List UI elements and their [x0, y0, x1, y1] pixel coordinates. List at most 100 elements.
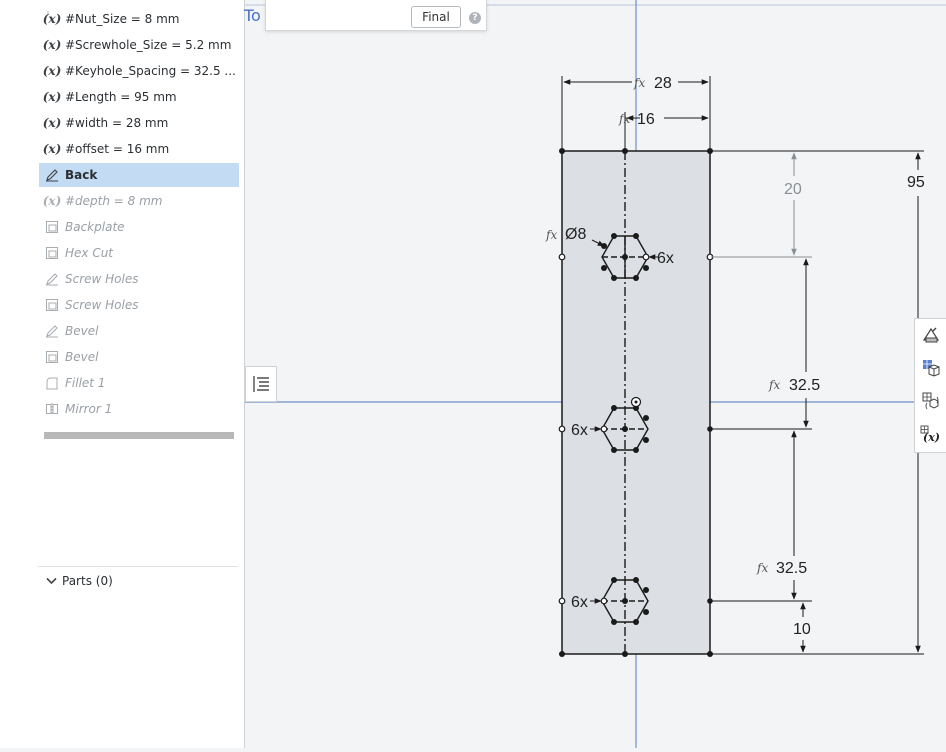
parts-label: Parts (0) [62, 574, 113, 588]
dimension-spacing-lower[interactable]: 32.5 [776, 560, 807, 577]
tree-item-screwhole-size[interactable]: (x) #Screwhole_Size = 5.2 mm [39, 33, 239, 57]
sketch-point[interactable] [611, 619, 617, 625]
tree-item-back-sketch[interactable]: Back [39, 163, 239, 187]
dimension-top-gap[interactable]: 20 [784, 181, 802, 198]
dimension-nut-diameter[interactable]: Ø8 [565, 226, 586, 243]
tree-item-label: Bevel [65, 324, 99, 338]
sketch-icon [43, 323, 61, 339]
variable-icon: (x) [42, 90, 62, 104]
sketch-point[interactable] [643, 587, 649, 593]
sketch-point[interactable] [622, 254, 628, 260]
sketch-point[interactable] [611, 577, 617, 583]
sketch-point[interactable] [707, 598, 713, 604]
fx-label: fx [768, 378, 780, 392]
sketch-point[interactable] [558, 425, 566, 433]
sketch-point[interactable] [643, 437, 649, 443]
list-icon[interactable] [245, 366, 277, 402]
sketch-point[interactable] [643, 609, 649, 615]
parts-divider [38, 566, 238, 567]
help-icon[interactable]: ? [469, 12, 481, 24]
tree-item-label: Backplate [65, 220, 125, 234]
sketch-point[interactable] [707, 651, 713, 657]
sketch-point[interactable] [558, 597, 566, 605]
sketch-point[interactable] [622, 426, 628, 432]
tree-item-nut-size[interactable]: (x) #Nut_Size = 8 mm [39, 7, 239, 31]
tree-top-stub [38, 0, 58, 15]
parts-section-header[interactable]: Parts (0) [44, 572, 113, 590]
left-toolbar-strip [0, 0, 39, 748]
chevron-down-icon[interactable] [44, 574, 58, 588]
dimension-width[interactable]: 28 [654, 75, 672, 92]
mirror-icon [43, 401, 61, 417]
sketch-point[interactable] [600, 597, 608, 605]
sketch-point[interactable] [600, 425, 608, 433]
sketch-point[interactable] [643, 265, 649, 271]
tree-item-label: Back [65, 168, 98, 182]
tree-scrollbar[interactable] [44, 432, 234, 439]
graphics-area[interactable]: fx 28 fx 16 95 20 fx 32.5 fx 32.5 10 fx … [245, 0, 946, 748]
sketch-point[interactable] [558, 253, 566, 261]
hex-pattern-label[interactable]: 6x [571, 422, 588, 439]
tree-item-label: #Length = 95 mm [65, 90, 177, 104]
tree-item-label: #offset = 16 mm [65, 142, 170, 156]
hex-pattern-label[interactable]: 6x [657, 250, 674, 267]
sketch-point[interactable] [559, 651, 565, 657]
sketch-point[interactable] [611, 405, 617, 411]
sketch-point[interactable] [622, 598, 628, 604]
extrude-icon [43, 219, 61, 235]
sketch-point[interactable] [601, 265, 607, 271]
tree-item-width[interactable]: (x) #width = 28 mm [39, 111, 239, 135]
configurations-icon[interactable] [915, 385, 946, 417]
rollback-bar: Final ? [265, 0, 487, 31]
appearance-icon[interactable] [915, 319, 946, 351]
sketch-point[interactable] [633, 275, 639, 281]
tree-item-fillet-1[interactable]: Fillet 1 [39, 371, 239, 395]
tree-item-label: Bevel [65, 350, 99, 364]
origin-marker[interactable] [630, 396, 642, 408]
sketch-point[interactable] [611, 233, 617, 239]
variable-icon: (x) [42, 194, 62, 208]
dimension-offset[interactable]: 16 [637, 111, 655, 128]
tree-item-depth[interactable]: (x) #depth = 8 mm [39, 189, 239, 213]
tree-item-offset[interactable]: (x) #offset = 16 mm [39, 137, 239, 161]
tree-item-label: Screw Holes [65, 272, 139, 286]
tree-item-label: Fillet 1 [65, 376, 106, 390]
tree-item-label: Mirror 1 [65, 402, 113, 416]
hex-pattern-label[interactable]: 6x [571, 594, 588, 611]
sketch-point[interactable] [633, 233, 639, 239]
sketch-point[interactable] [611, 275, 617, 281]
dimension-bottom-gap[interactable]: 10 [793, 621, 811, 638]
tree-item-hex-cut[interactable]: Hex Cut [39, 241, 239, 265]
tree-item-length[interactable]: (x) #Length = 95 mm [39, 85, 239, 109]
sketch-point[interactable] [633, 619, 639, 625]
tree-item-screw-holes-extrude[interactable]: Screw Holes [39, 293, 239, 317]
view-cube-label[interactable]: To [244, 6, 261, 25]
sketch-point[interactable] [622, 651, 628, 657]
sketch-point[interactable] [559, 148, 565, 154]
tree-item-bevel-extrude[interactable]: Bevel [39, 345, 239, 369]
sketch-drawing: fx 28 fx 16 95 20 fx 32.5 fx 32.5 10 fx … [245, 0, 946, 748]
sketch-point[interactable] [622, 148, 628, 154]
sketch-point[interactable] [633, 577, 639, 583]
final-button[interactable]: Final [411, 6, 461, 28]
tree-item-label: Hex Cut [65, 246, 114, 260]
tree-item-screw-holes-sketch[interactable]: Screw Holes [39, 267, 239, 291]
tree-item-keyhole-spacing[interactable]: (x) #Keyhole_Spacing = 32.5 ... [39, 59, 239, 83]
variable-table-icon[interactable]: (x) [915, 418, 946, 450]
sketch-point[interactable] [633, 447, 639, 453]
sketch-point[interactable] [643, 415, 649, 421]
variable-icon: (x) [42, 38, 62, 52]
dimension-spacing-upper[interactable]: 32.5 [789, 377, 820, 394]
sketch-point[interactable] [611, 447, 617, 453]
sketch-point[interactable] [707, 148, 713, 154]
sketch-point[interactable] [707, 426, 713, 432]
render-icon[interactable] [915, 352, 946, 384]
sketch-point[interactable] [642, 253, 650, 261]
tree-item-backplate[interactable]: Backplate [39, 215, 239, 239]
sketch-points [559, 148, 713, 657]
extrude-icon [43, 245, 61, 261]
tree-item-bevel-sketch[interactable]: Bevel [39, 319, 239, 343]
variable-icon: (x) [42, 116, 62, 130]
dimension-length[interactable]: 95 [907, 174, 925, 191]
tree-item-mirror-1[interactable]: Mirror 1 [39, 397, 239, 421]
